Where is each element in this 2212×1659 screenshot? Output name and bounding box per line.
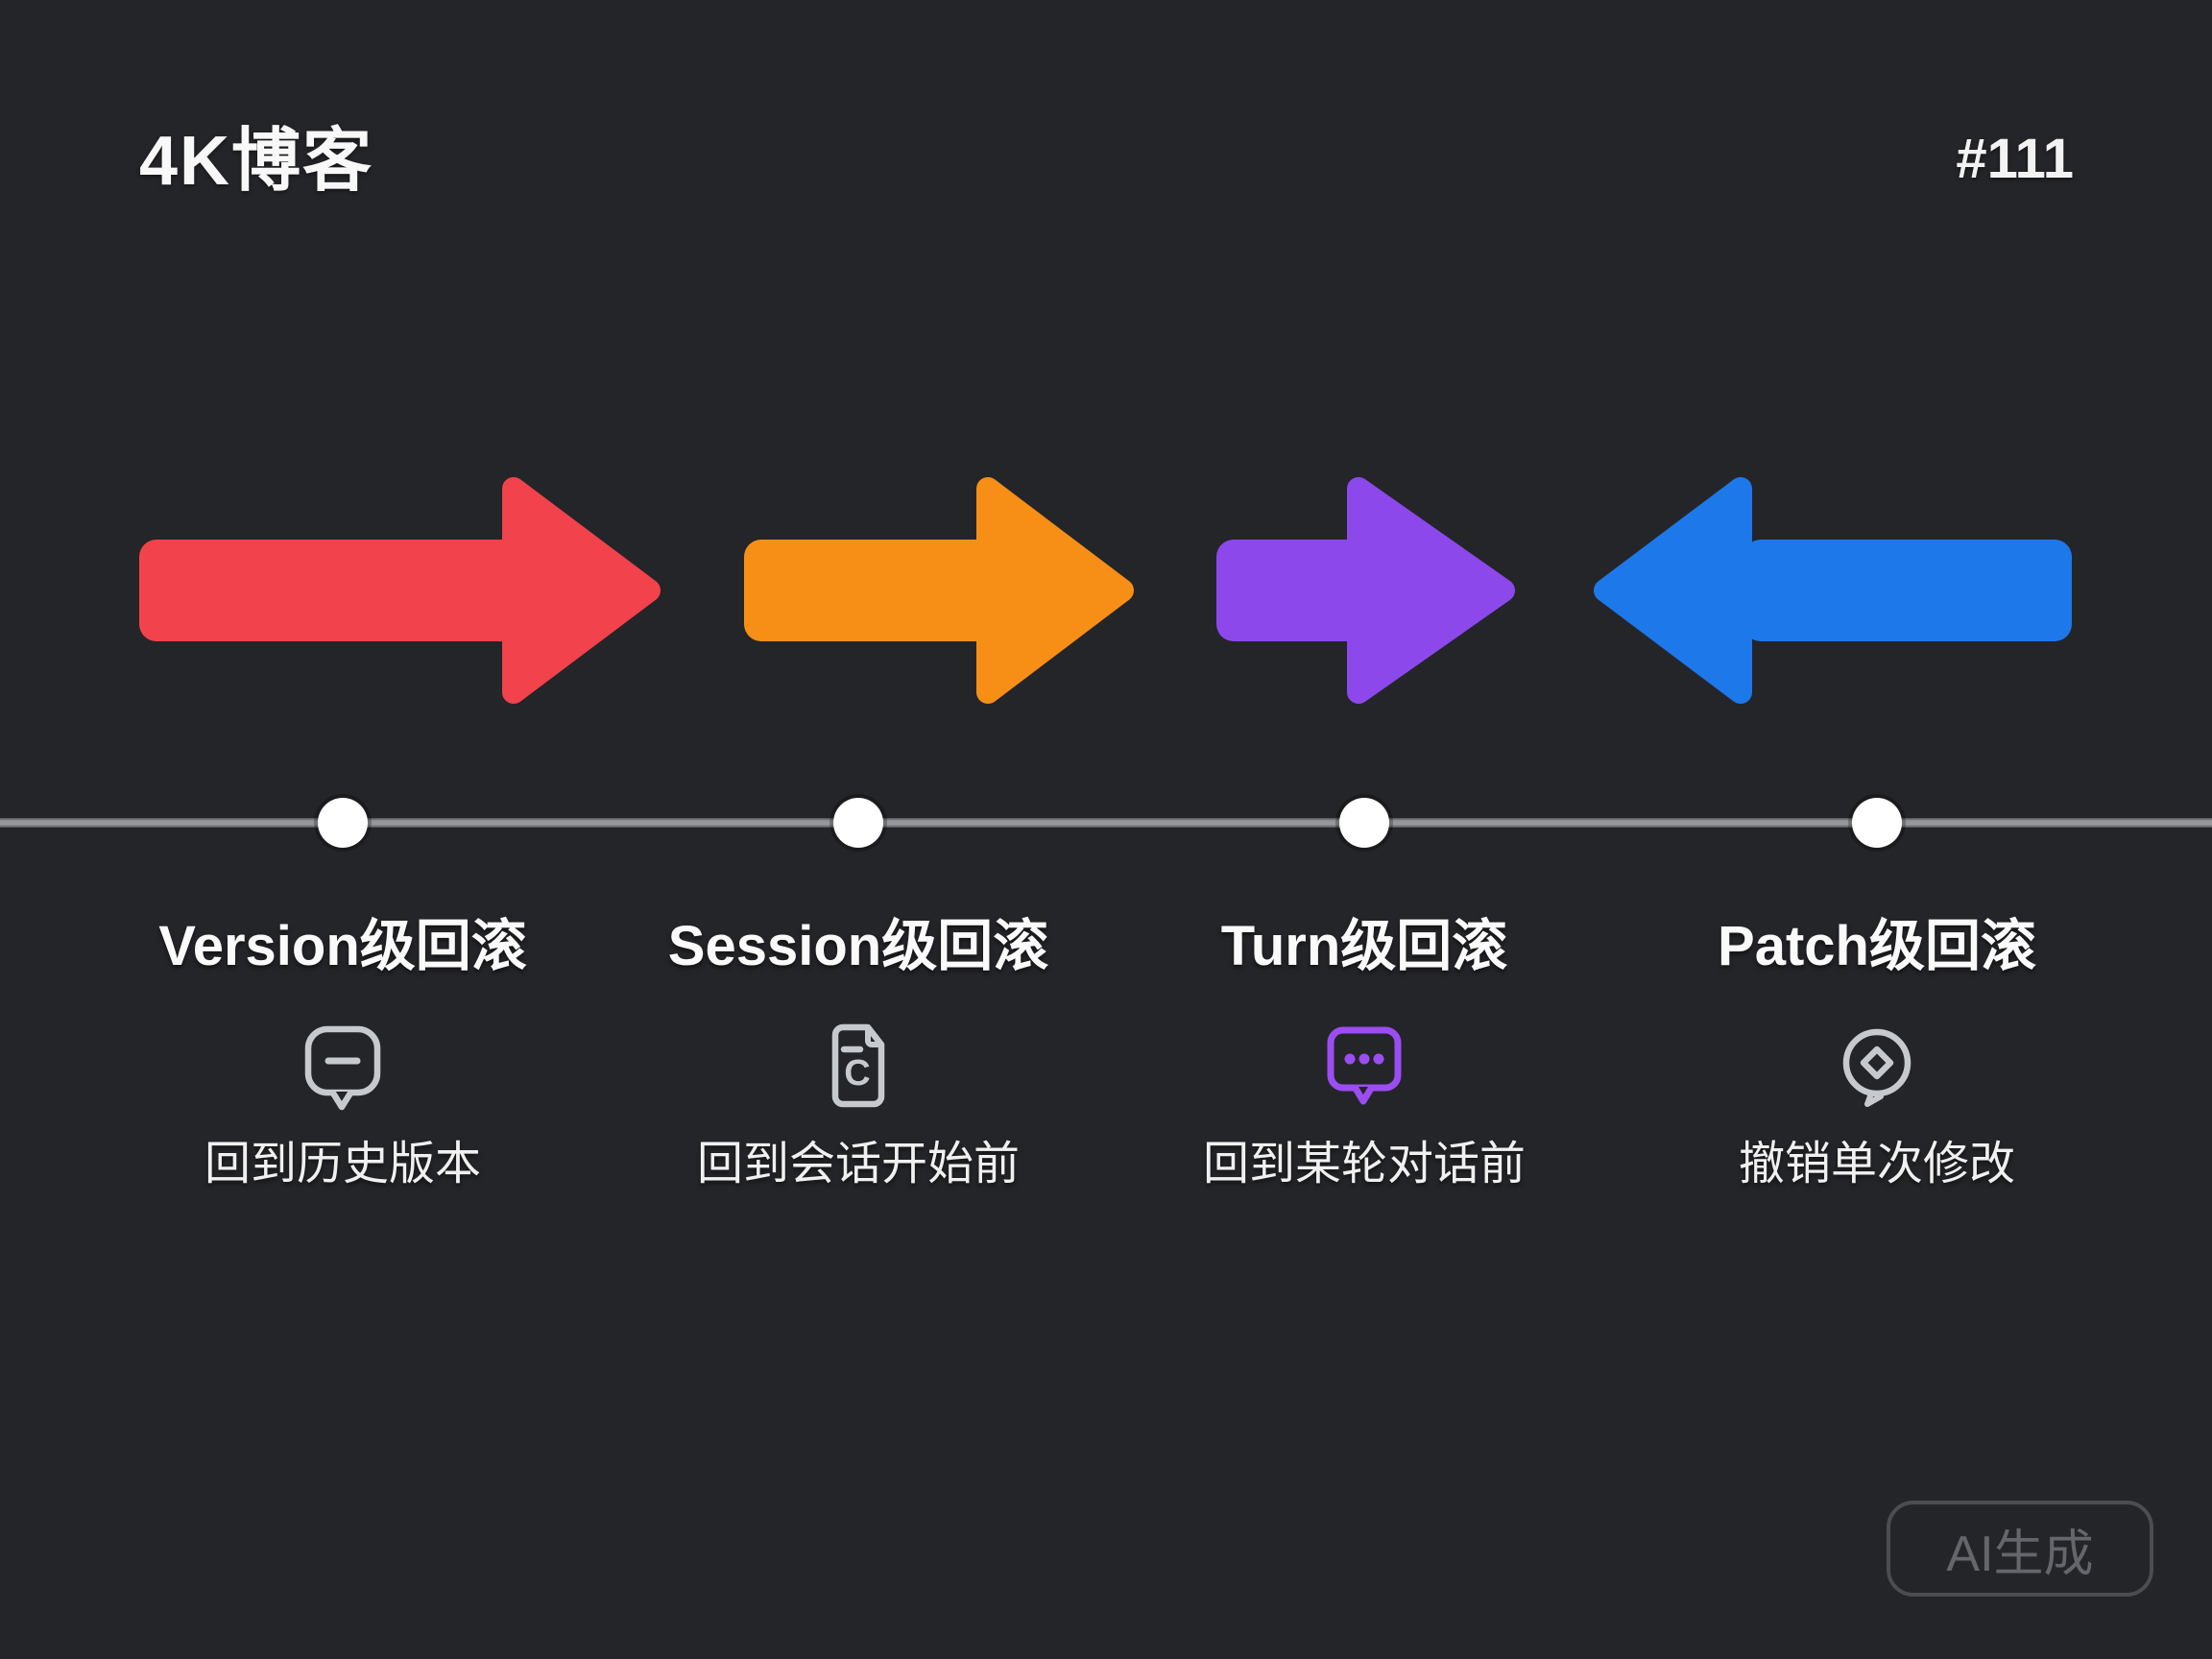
step-label-turn: Turn级回滚 [1220, 915, 1508, 977]
step-label-version: Version级回滚 [158, 915, 527, 977]
undo-badge-icon [1842, 1028, 1911, 1107]
timeline-dot [1339, 798, 1389, 848]
ai-generated-label: AI生成 [1946, 1526, 2094, 1582]
page-title: 4K博客 [139, 123, 374, 200]
ai-generated-badge: AI生成 [1887, 1501, 2153, 1597]
patch-arrow-left-icon [1594, 477, 2072, 704]
step-label-session: Session级回滚 [667, 915, 1049, 977]
document-restore-icon: C [831, 1023, 885, 1108]
issue-number: #111 [1956, 128, 2074, 190]
session-arrow-right-icon [744, 477, 1134, 704]
timeline-dot [1852, 798, 1902, 848]
chat-bubble-minus-icon [304, 1025, 381, 1111]
step-desc-turn: 回到某轮对话前 [1202, 1139, 1527, 1190]
step-label-patch: Patch级回滚 [1718, 915, 2036, 977]
chat-bubble-dots-icon [1327, 1026, 1402, 1105]
timeline-dot [833, 798, 883, 848]
document-letter: C [844, 1053, 870, 1094]
timeline-dot [318, 798, 368, 848]
turn-arrow-right-icon [1216, 477, 1515, 704]
step-desc-version: 回到历史版本 [204, 1139, 482, 1190]
step-desc-patch: 撤销单次修改 [1738, 1139, 2016, 1190]
timeline-line [0, 818, 2212, 828]
version-arrow-right-icon [139, 477, 661, 704]
step-desc-session: 回到会话开始前 [696, 1139, 1021, 1190]
